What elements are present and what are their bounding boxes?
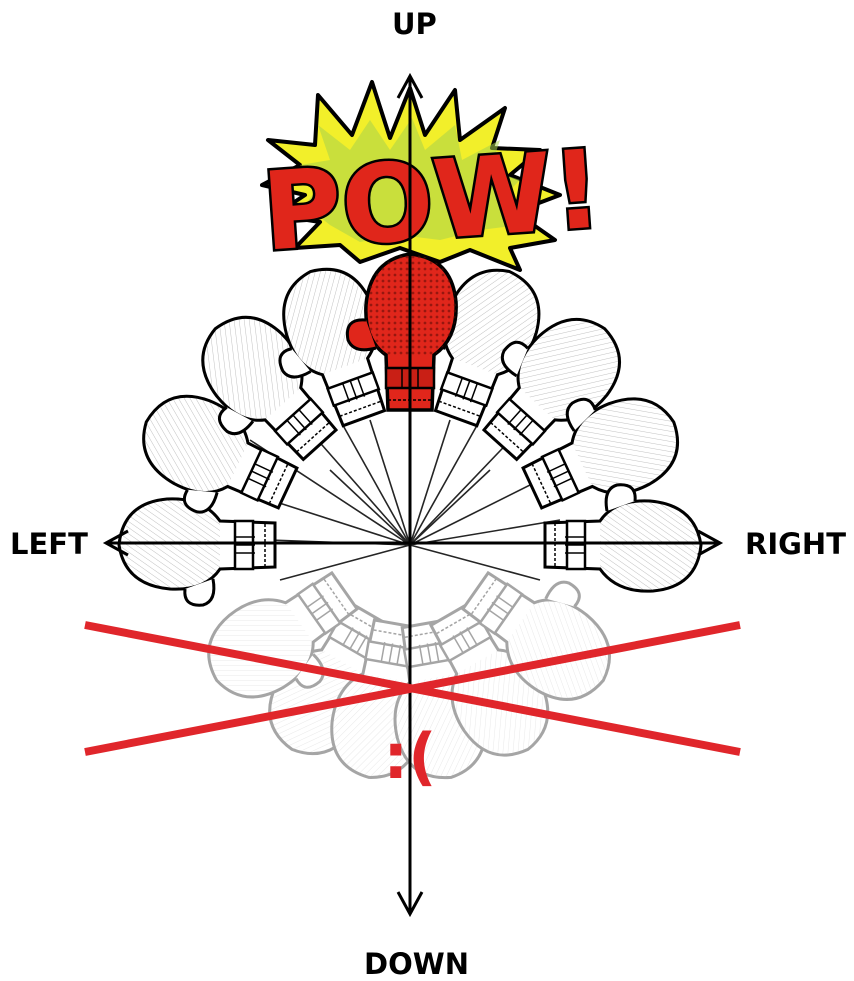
sad-face: :(	[383, 720, 436, 793]
glove-right	[545, 485, 701, 591]
label-left: LEFT	[10, 530, 88, 559]
pow-text-group: POW!	[258, 127, 605, 275]
glove-left	[119, 499, 275, 605]
label-up: UP	[392, 10, 437, 39]
label-right: RIGHT	[745, 530, 846, 559]
label-down: DOWN	[364, 950, 469, 979]
pow-text: POW!	[258, 127, 605, 275]
